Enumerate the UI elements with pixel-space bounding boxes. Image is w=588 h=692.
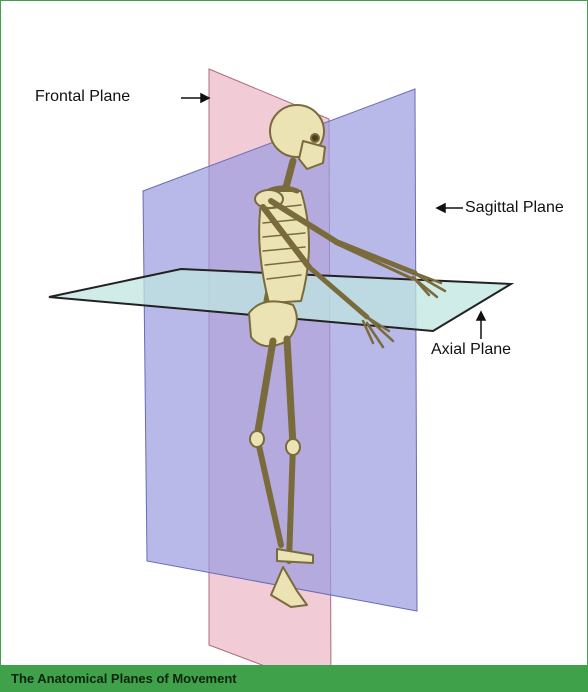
frontal-arrowhead [201, 94, 209, 102]
axial-arrowhead [477, 312, 485, 320]
axial-plane-label: Axial Plane [431, 341, 511, 359]
frontal-plane-label: Frontal Plane [35, 88, 130, 106]
sagittal-arrowhead [437, 204, 445, 212]
sagittal-plane-label: Sagittal Plane [465, 199, 564, 217]
caption-bar: The Anatomical Planes of Movement [1, 665, 587, 691]
figure-caption: The Anatomical Planes of Movement [11, 671, 237, 686]
